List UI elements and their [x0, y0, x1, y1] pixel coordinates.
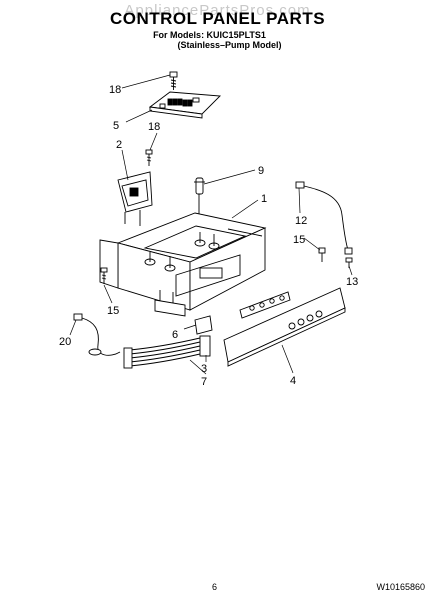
screw-part-15-right [318, 247, 326, 262]
screw-part-18-lower [145, 149, 153, 166]
callout-18-top: 18 [109, 84, 121, 96]
watermark: AppliancePartsPros.com [124, 2, 311, 19]
document-number: W10165860 [376, 582, 425, 592]
ribbon-cable-part-3 [123, 335, 211, 369]
post-part-9 [194, 177, 205, 218]
screw-part-15-left [100, 267, 108, 284]
leader-lines [69, 74, 353, 375]
callout-7: 7 [201, 376, 207, 388]
page-title: CONTROL PANEL PARTS [109, 9, 326, 28]
model-description: (Stainless–Pump Model) [177, 40, 282, 50]
callout-3: 3 [201, 363, 207, 375]
callout-12: 12 [295, 215, 307, 227]
callout-4: 4 [290, 375, 296, 387]
sensor-wire-part-20 [73, 313, 121, 356]
callout-1: 1 [261, 193, 267, 205]
callout-20: 20 [59, 336, 71, 348]
interface-board [239, 291, 291, 319]
callout-labels: 18 5 18 2 9 1 12 15 13 15 20 6 3 7 4 [59, 84, 358, 388]
bracket-part-6 [194, 315, 213, 335]
callout-15-right: 15 [293, 234, 305, 246]
control-housing-part-1 [99, 212, 267, 317]
callout-13: 13 [346, 276, 358, 288]
callout-5: 5 [113, 120, 119, 132]
screw-part-18-top [169, 71, 178, 90]
callout-18-lower: 18 [148, 121, 160, 133]
callout-15-left: 15 [107, 305, 119, 317]
callout-2: 2 [116, 139, 122, 151]
callout-6: 6 [172, 329, 178, 341]
wire-harness-part-12 [295, 181, 353, 255]
control-board-part-5 [148, 91, 222, 119]
models-line: For Models: KUIC15PLTS1 [153, 30, 266, 40]
bracket-part-2 [117, 171, 153, 226]
control-panel-part-4 [223, 287, 346, 367]
callout-9: 9 [258, 165, 264, 177]
page-number: 6 [212, 582, 218, 592]
